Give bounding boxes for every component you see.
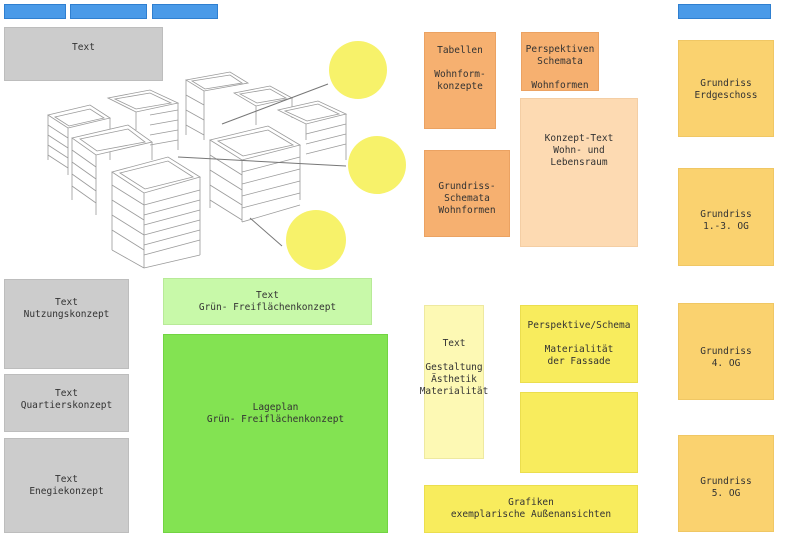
text-nutzung-box: Text Nutzungskonzept [4, 279, 129, 369]
text-nutzung-label: Text Nutzungskonzept [23, 297, 110, 320]
perspektive-schema-box: Perspektive/Schema Materialität der Fass… [520, 305, 638, 383]
perspektiven-label: Perspektiven Schemata Wohnformen [525, 44, 595, 91]
text-gestaltung-label: Text Gestaltung Ästhetik Materialität [419, 338, 489, 397]
tab-2[interactable] [70, 4, 147, 19]
sketch-block-6 [232, 85, 294, 125]
sketch-block-2 [106, 89, 180, 150]
marker-circle-1 [329, 41, 387, 99]
text-quartier-label: Text Quartierskonzept [20, 388, 113, 411]
pointer-line-2 [177, 156, 347, 167]
text-energie-label: Text Enegiekonzept [29, 474, 104, 497]
tab-1[interactable] [4, 4, 66, 19]
lageplan-label: Lageplan Grün- Freiflächenkonzept [206, 402, 345, 425]
tabellen-label: Tabellen Wohnform- konzepte [434, 45, 486, 92]
sketch-block-8 [208, 125, 302, 223]
building-sketch [46, 71, 348, 269]
pointer-line-1 [221, 83, 329, 125]
text-gruen-box: Text Grün- Freiflächenkonzept [163, 278, 372, 325]
grafiken-box: Grafiken exemplarische Außenansichten [424, 485, 638, 533]
tabellen-box: Tabellen Wohnform- konzepte [424, 32, 496, 129]
konzept-text-box: Konzept-Text Wohn- und Lebensraum [520, 98, 638, 247]
sketch-block-4 [111, 156, 201, 269]
perspektive-schema-label: Perspektive/Schema Materialität der Fass… [527, 320, 631, 367]
tab-3[interactable] [152, 4, 218, 19]
text-gruen-label: Text Grün- Freiflächenkonzept [198, 290, 337, 313]
sketch-block-3 [71, 124, 153, 215]
grafiken-label: Grafiken exemplarische Außenansichten [450, 497, 612, 520]
sketch-block-1 [46, 104, 112, 175]
grundriss-schemata-box: Grundriss- Schemata Wohnformen [424, 150, 510, 237]
perspektiven-box: Perspektiven Schemata Wohnformen [521, 32, 599, 91]
tab-4[interactable] [678, 4, 771, 19]
text-gestaltung-box: Text Gestaltung Ästhetik Materialität [420, 305, 488, 459]
lageplan-box: Lageplan Grün- Freiflächenkonzept [163, 334, 388, 533]
empty-yellow-box [520, 392, 638, 473]
text-top-box: Text [4, 27, 163, 81]
text-quartier-box: Text Quartierskonzept [4, 374, 129, 432]
text-energie-box: Text Enegiekonzept [4, 438, 129, 533]
grundriss-eg-label: Grundriss Erdgeschoss [694, 78, 758, 101]
grundriss-5-label: Grundriss 5. OG [700, 476, 752, 499]
marker-circle-3 [286, 210, 346, 270]
grundriss-eg-box: Grundriss Erdgeschoss [678, 40, 774, 137]
pointer-line-3 [249, 217, 283, 247]
marker-circle-2 [348, 136, 406, 194]
text-top-label: Text [72, 42, 95, 53]
grundriss-1-3-label: Grundriss 1.-3. OG [700, 209, 752, 232]
sketch-block-7 [276, 100, 348, 160]
grundriss-4-label: Grundriss 4. OG [700, 346, 752, 369]
grundriss-4-box: Grundriss 4. OG [678, 303, 774, 400]
konzept-text-label: Konzept-Text Wohn- und Lebensraum [544, 133, 614, 168]
grundriss-5-box: Grundriss 5. OG [678, 435, 774, 532]
grundriss-1-3-box: Grundriss 1.-3. OG [678, 168, 774, 266]
grundriss-schemata-label: Grundriss- Schemata Wohnformen [438, 181, 496, 216]
sketch-block-5 [184, 71, 250, 140]
